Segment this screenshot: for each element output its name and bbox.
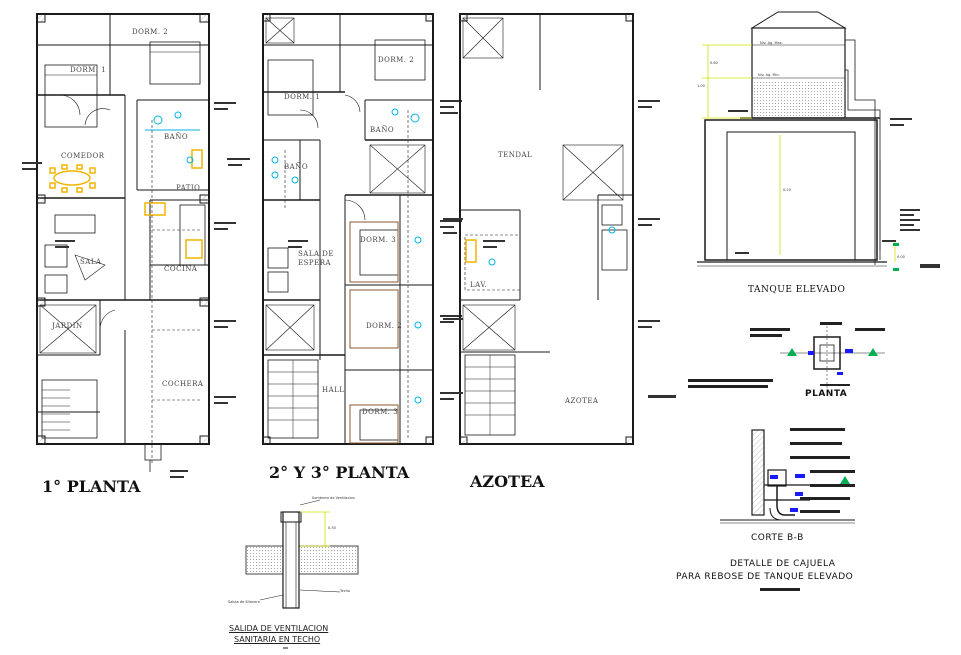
room-label-dorm3-a-p2: DORM. 3	[360, 236, 397, 244]
tank-dim-1: 0.60	[710, 61, 718, 65]
plan-1-fixtures	[49, 149, 203, 259]
room-label-lav-p3: LAV.	[470, 281, 488, 289]
tank-dimension-lines	[702, 44, 896, 262]
room-label-sala-p1: SALA	[80, 258, 102, 266]
room-label-dorm1-p2: DORM. 1	[284, 93, 321, 101]
plan-3-pipes	[488, 226, 616, 266]
room-label-azotea-p3: AZOTEA	[565, 397, 599, 405]
tank-dim-3: 0.20	[783, 188, 791, 192]
corte-bb-annotations	[760, 428, 855, 591]
tank-elevation-drawing	[697, 11, 887, 267]
plan-2-drawing	[262, 13, 434, 445]
room-label-bano-a-p2: BAÑO	[370, 126, 395, 134]
cajuela-plan-accents	[787, 348, 878, 375]
plan-1-pipes	[145, 111, 200, 164]
tank-accent-marks	[893, 243, 899, 271]
plan-2-sanitary-lines	[284, 110, 409, 440]
plan-2-pipes	[271, 108, 422, 404]
ventilation-dimension	[300, 511, 330, 547]
room-label-comedor-p1: COMEDOR	[61, 152, 105, 160]
tank-label-nivel-max: Niv. Ag. Max.	[760, 41, 783, 45]
room-label-cochera-p1: COCHERA	[162, 380, 204, 388]
plan-title-2-3-planta: 2° Y 3° PLANTA	[269, 463, 410, 482]
corte-bb-accents	[770, 474, 850, 512]
vent-label-sombrero: Sombrero de Ventilacion	[312, 496, 355, 500]
cajuela-plan-annotations	[688, 322, 885, 388]
plan-title-azotea: AZOTEA	[470, 472, 545, 491]
ventilation-detail-drawing	[245, 499, 359, 649]
tank-label-nivel-min: Niv. Ag. Min.	[758, 73, 780, 77]
corte-bb-drawing	[720, 429, 855, 524]
room-label-dorm2-p2: DORM. 2	[378, 56, 415, 64]
room-label-dorm2-p1: DORM. 2	[132, 28, 169, 36]
room-label-dorm3-b-p2: DORM. 3	[362, 408, 399, 416]
room-label-sala-espera-2-p2: ESPERA	[298, 259, 332, 267]
room-label-sala-espera-1-p2: SALA DE	[298, 250, 335, 258]
room-label-hall-p2: HALL	[322, 386, 345, 394]
plan-3-drawing	[459, 13, 634, 445]
tank-dim-4: 0.00	[897, 255, 905, 259]
detail-title-ventilacion-1: SALIDA DE VENTILACION	[229, 624, 329, 633]
detail-title-cajuela-2: PARA REBOSE DE TANQUE ELEVADO	[676, 572, 854, 582]
detail-title-planta: PLANTA	[805, 389, 848, 399]
vent-dim: 0.30	[328, 526, 336, 530]
plan-3-fixtures	[465, 239, 477, 263]
room-label-bano-b-p2: BAÑO	[284, 163, 309, 171]
room-label-tendal-p3: TENDAL	[498, 151, 533, 159]
room-label-patio-p1: PATIO	[176, 184, 201, 192]
detail-title-ventilacion-2: SANITARIA EN TECHO	[234, 635, 321, 644]
detail-title-cajuela-1: DETALLE DE CAJUELA	[730, 559, 836, 569]
room-label-cocina-p1: COCINA	[164, 265, 198, 273]
vent-label-salida: Salida de Sifonero	[228, 600, 260, 604]
detail-title-tanque-elevado: TANQUE ELEVADO	[748, 285, 846, 295]
plan-3-annotations	[443, 100, 676, 398]
plan-1-sanitary-lines	[151, 120, 200, 465]
tank-dim-2: 1.00	[697, 84, 705, 88]
plan-2-door-frames	[349, 221, 399, 444]
room-label-jardin-p1: JARDIN	[52, 322, 83, 330]
vent-label-techo: Techo	[340, 589, 350, 593]
plan-title-1-planta: 1° PLANTA	[42, 477, 141, 496]
room-label-bano-p1: BAÑO	[164, 133, 189, 141]
room-label-dorm2-b-p2: DORM. 2	[366, 322, 403, 330]
room-label-dorm1-p1: DORM. 1	[70, 66, 107, 74]
tank-annotation-bars	[728, 110, 940, 268]
detail-title-corte-bb: CORTE B-B	[751, 533, 804, 543]
plan-1-annotations	[22, 102, 250, 478]
plan-1-drawing	[36, 13, 210, 472]
